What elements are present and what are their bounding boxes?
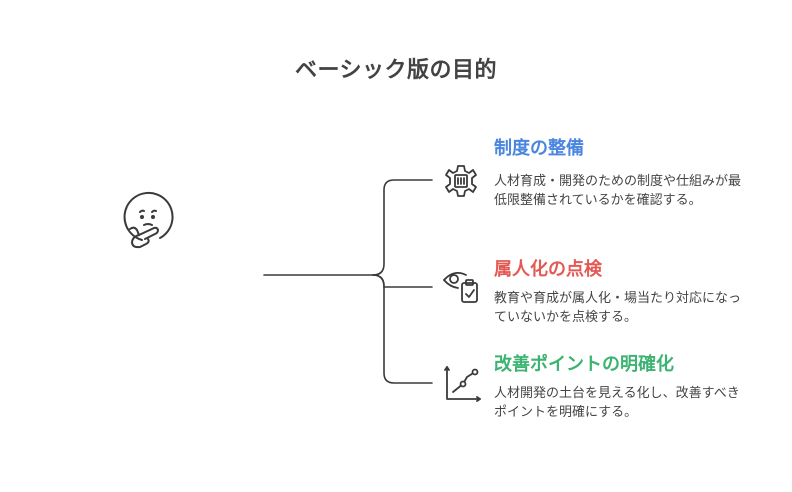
item-description-improvement-clarification: 人材開発の土台を見える化し、改善すべきポイントを明確にする。 [494, 386, 740, 420]
item-title-system: 制度の整備 [494, 138, 584, 159]
branch-line-top [372, 179, 433, 276]
eye-clipboard-icon [443, 271, 478, 303]
branch-line-bottom [372, 274, 433, 384]
item-title-personalization-check: 属人化の点検 [494, 259, 602, 280]
line-chart-icon [444, 366, 481, 402]
item-title-improvement-clarification: 改善ポイントの明確化 [494, 354, 674, 375]
gear-icon [445, 165, 477, 197]
diagram-title: ベーシック版の目的 [294, 58, 498, 83]
item-description-personalization-check: 教育や育成が属人化・場当たり対応になっていないかを点検する。 [494, 291, 742, 325]
thinking-face-icon [123, 191, 174, 249]
branch-line-middle [372, 274, 433, 288]
item-description-system: 人材育成・開発のための制度や仕組みが最低限整備されているかを確認する。 [494, 174, 742, 208]
